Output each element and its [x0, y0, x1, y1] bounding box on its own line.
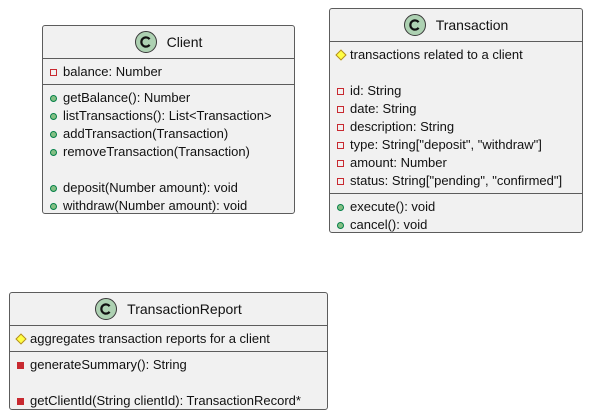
class-c-icon — [95, 298, 118, 320]
class-name: TransactionReport — [127, 301, 242, 317]
field-member: id: String — [330, 82, 582, 100]
public-method-icon — [50, 112, 57, 120]
method-member: addTransaction(Transaction) — [43, 125, 294, 143]
public-method-icon — [337, 221, 344, 229]
class-header: Client — [43, 26, 294, 59]
method-member: deposit(Number amount): void — [43, 179, 294, 197]
method-member: withdraw(Number amount): void — [43, 197, 294, 215]
methods-section: generateSummary(): String getClientId(St… — [10, 352, 327, 413]
private-method-icon — [17, 397, 24, 405]
class-transaction-report[interactable]: TransactionReport aggregates transaction… — [9, 292, 328, 410]
class-client[interactable]: Client balance: Number getBalance(): Num… — [42, 25, 295, 214]
method-member: getBalance(): Number — [43, 89, 294, 107]
note-member: transactions related to a client — [330, 46, 582, 64]
method-member: removeTransaction(Transaction) — [43, 143, 294, 161]
methods-section: getBalance(): Number listTransactions():… — [43, 85, 294, 218]
public-method-icon — [50, 202, 57, 210]
private-method-icon — [17, 361, 24, 369]
private-field-icon — [337, 177, 344, 185]
class-header: Transaction — [330, 9, 582, 42]
field-member: description: String — [330, 118, 582, 136]
class-name: Client — [166, 34, 203, 50]
private-field-icon — [337, 141, 344, 149]
field-member: amount: Number — [330, 154, 582, 172]
class-transaction[interactable]: Transaction transactions related to a cl… — [329, 8, 583, 233]
class-c-icon — [403, 14, 426, 36]
methods-section: execute(): void cancel(): void — [330, 194, 582, 237]
method-member: execute(): void — [330, 198, 582, 216]
private-field-icon — [337, 123, 344, 131]
note-member: aggregates transaction reports for a cli… — [10, 330, 327, 348]
fields-section: aggregates transaction reports for a cli… — [10, 326, 327, 352]
member-spacer — [10, 374, 327, 392]
class-header: TransactionReport — [10, 293, 327, 326]
protected-member-icon — [335, 49, 347, 61]
fields-section: transactions related to a client id: Str… — [330, 42, 582, 194]
field-member: status: String["pending", "confirmed"] — [330, 172, 582, 190]
class-name: Transaction — [435, 17, 509, 33]
private-field-icon — [50, 68, 57, 76]
public-method-icon — [50, 148, 57, 156]
class-c-icon — [134, 31, 157, 53]
protected-member-icon — [15, 333, 27, 345]
private-field-icon — [337, 87, 344, 95]
method-member: listTransactions(): List<Transaction> — [43, 107, 294, 125]
private-field-icon — [337, 105, 344, 113]
public-method-icon — [50, 94, 57, 102]
public-method-icon — [337, 203, 344, 211]
field-member: type: String["deposit", "withdraw"] — [330, 136, 582, 154]
method-member: cancel(): void — [330, 216, 582, 234]
method-member: generateSummary(): String — [10, 356, 327, 374]
private-field-icon — [337, 159, 344, 167]
member-spacer — [330, 64, 582, 82]
method-member: getClientId(String clientId): Transactio… — [10, 392, 327, 410]
field-member: balance: Number — [43, 63, 294, 81]
member-spacer — [43, 161, 294, 179]
public-method-icon — [50, 130, 57, 138]
public-method-icon — [50, 184, 57, 192]
field-member: date: String — [330, 100, 582, 118]
fields-section: balance: Number — [43, 59, 294, 85]
